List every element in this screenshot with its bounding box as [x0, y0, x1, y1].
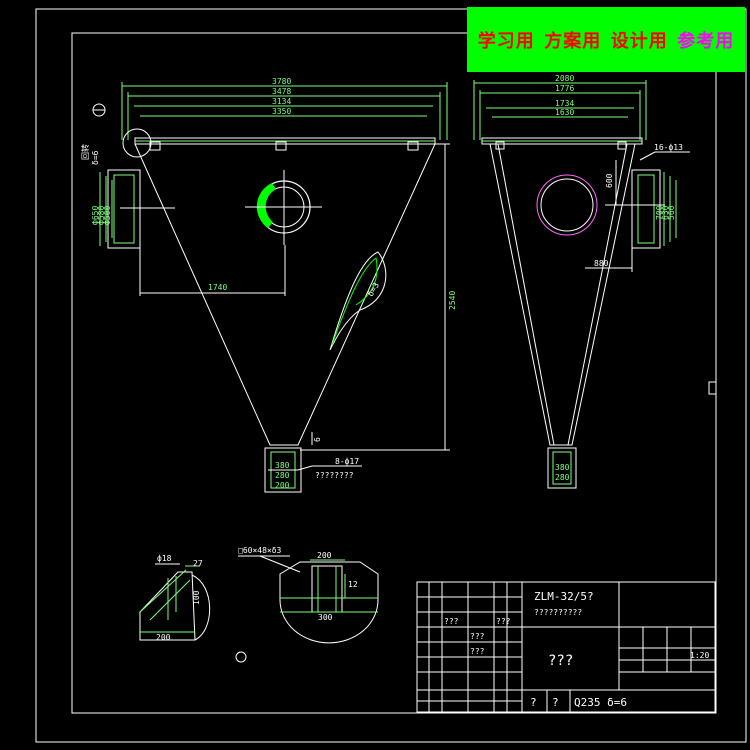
side-dim-700: 700	[655, 205, 664, 220]
detail-b: □60×48×δ3 200 12 300	[238, 546, 379, 644]
side-outlet	[547, 447, 577, 489]
dim-3134: 3134	[272, 97, 291, 106]
detail-b-label: □60×48×δ3	[238, 546, 282, 555]
note-thickness: δ=6	[91, 150, 100, 165]
dim-3478: 3478	[272, 87, 291, 96]
small-text-1: ???	[444, 617, 459, 626]
drawing-subtitle: ??????????	[534, 608, 582, 617]
dim-2540: 2540	[448, 291, 457, 310]
dim-3780: 3780	[272, 77, 291, 86]
footer-q2: ?	[552, 696, 559, 709]
side-bolt-note: 16-ф13	[654, 143, 683, 152]
dim-3350: 3350	[272, 107, 291, 116]
side-dim-1776: 1776	[555, 84, 574, 93]
outer-frame	[35, 8, 747, 743]
detail-a-d18: ф18	[157, 554, 172, 563]
side-dim-600: 600	[605, 173, 614, 188]
detail-a-d27: 27	[193, 559, 203, 568]
dim-580: Ф580	[97, 206, 106, 225]
svg-text:δ=3: δ=3	[366, 281, 381, 298]
front-top-dims	[121, 82, 448, 140]
usage-banner: 学习用 方案用 设计用 参考用	[467, 7, 745, 72]
side-dim-560: 560	[667, 205, 676, 220]
side-dim-630: 630	[661, 205, 670, 220]
section-leaf	[329, 251, 387, 351]
small-text-4: ???	[470, 647, 485, 656]
detail-b-d200: 200	[317, 551, 332, 560]
outlet-dim-200: 200	[275, 481, 290, 490]
detail-a: ф18 27 100 200	[139, 554, 247, 663]
detail-a-shape	[139, 571, 196, 641]
small-text-2: ???	[470, 632, 485, 641]
side-dim-1734: 1734	[555, 99, 574, 108]
detail-circle	[122, 128, 152, 158]
frame-mark	[708, 381, 717, 395]
svg-text:6: 6	[313, 437, 322, 442]
side-outlet-280: 280	[555, 473, 570, 482]
detail-b-d300: 300	[318, 613, 333, 622]
note-huizhuan: 回转	[80, 144, 90, 160]
banner-reference: 参考用	[677, 30, 735, 52]
title-block	[416, 581, 716, 713]
material: Q235 δ=6	[574, 696, 627, 709]
small-circle	[235, 651, 247, 663]
detail-b-d12: 12	[348, 580, 358, 589]
side-hopper-body	[489, 143, 636, 446]
detail-b-outline	[279, 561, 379, 644]
banner-design: 设计用	[610, 30, 668, 52]
front-outlet	[264, 447, 302, 493]
side-dim-1630: 1630	[555, 108, 574, 117]
drawing-number: ZLM-32/5?	[534, 590, 594, 603]
side-view: 2080 1776 1734 1630 700 630 560 16-ф13 6…	[473, 74, 690, 489]
banner-scheme: 方案用	[544, 30, 602, 52]
outlet-dim-280: 280	[275, 471, 290, 480]
scale: 1:20	[690, 651, 709, 660]
side-dim-880: 880	[594, 259, 609, 268]
dim-500: Ф500	[103, 206, 112, 225]
detail-a-d100: 100	[192, 590, 201, 605]
detail-a-d200: 200	[156, 633, 171, 642]
small-text-3: ???	[496, 617, 511, 626]
dim-1740: 1740	[208, 283, 227, 292]
outlet-bolt-note: 8-ф17	[335, 457, 359, 466]
outlet-dim-380: 380	[275, 461, 290, 470]
dim-650: Ф650	[91, 206, 100, 225]
front-hopper-body	[134, 143, 436, 446]
side-circle-opening	[536, 174, 598, 236]
side-right-inlet	[631, 169, 661, 249]
inner-frame	[71, 32, 717, 714]
side-dim-2080: 2080	[555, 74, 574, 83]
front-view: 3780 3478 3134 3350 Ф650 Ф580 Ф500	[80, 77, 457, 493]
side-outlet-380: 380	[555, 463, 570, 472]
part-name: ???	[548, 653, 573, 669]
outlet-note2: ????????	[315, 471, 354, 480]
footer-q1: ?	[530, 696, 537, 709]
banner-study: 学习用	[477, 30, 535, 52]
front-left-inlet	[107, 169, 141, 249]
